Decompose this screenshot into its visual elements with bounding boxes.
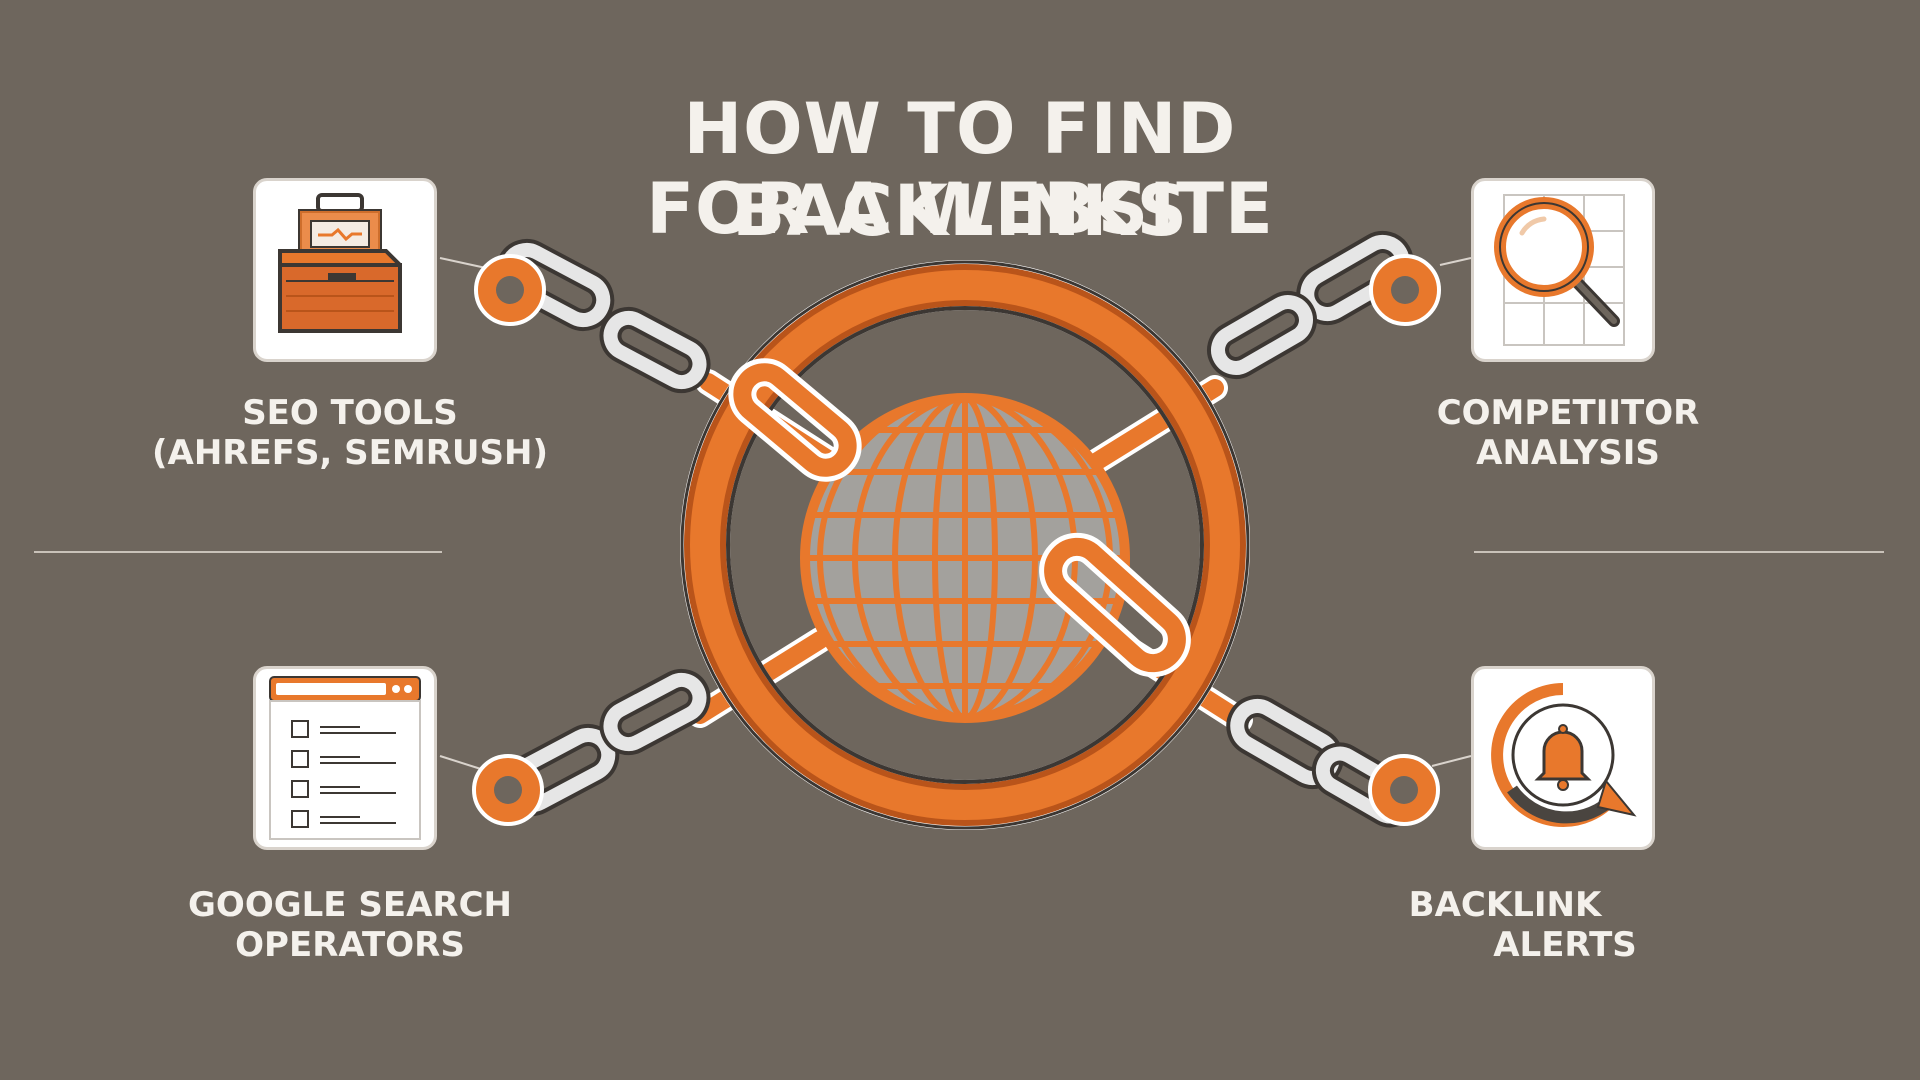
competitor-analysis-label-line-2: ANALYSIS xyxy=(1476,433,1660,473)
backlink-alerts-card xyxy=(1471,666,1655,850)
toolbox-icon xyxy=(278,193,402,333)
backlink-alerts-label-line-2: ALERTS xyxy=(1493,925,1637,965)
connector-lines xyxy=(439,257,1472,771)
seo-tools-label-line-1: SEO TOOLS xyxy=(242,393,458,433)
orange-links xyxy=(728,358,1191,678)
right-divider xyxy=(1474,551,1884,553)
seo-tools-label-line-2: (AHREFS, SEMRUSH) xyxy=(152,433,548,473)
google-search-label-line-2: OPERATORS xyxy=(235,925,465,965)
backlink-alerts-label-line-1: BACKLINK xyxy=(1408,885,1602,925)
competitor-analysis-label-line-1: COMPETIITOR xyxy=(1436,393,1700,433)
page-title-line-2: FOR A WEBSITE xyxy=(646,168,1274,250)
anchor-rings xyxy=(472,254,1441,826)
google-search-card xyxy=(253,666,437,850)
left-divider xyxy=(34,551,442,553)
page-title-line-1: HOW TO FIND BACKLINKS xyxy=(683,88,1237,252)
competitor-analysis-card xyxy=(1471,178,1655,362)
bell-icon xyxy=(1491,683,1637,827)
central-ring xyxy=(680,260,1250,830)
magnifier-icon xyxy=(1494,194,1625,346)
seo-tools-card xyxy=(253,178,437,362)
google-search-label-line-1: GOOGLE SEARCH xyxy=(188,885,512,925)
browser-checklist-icon xyxy=(269,676,421,840)
